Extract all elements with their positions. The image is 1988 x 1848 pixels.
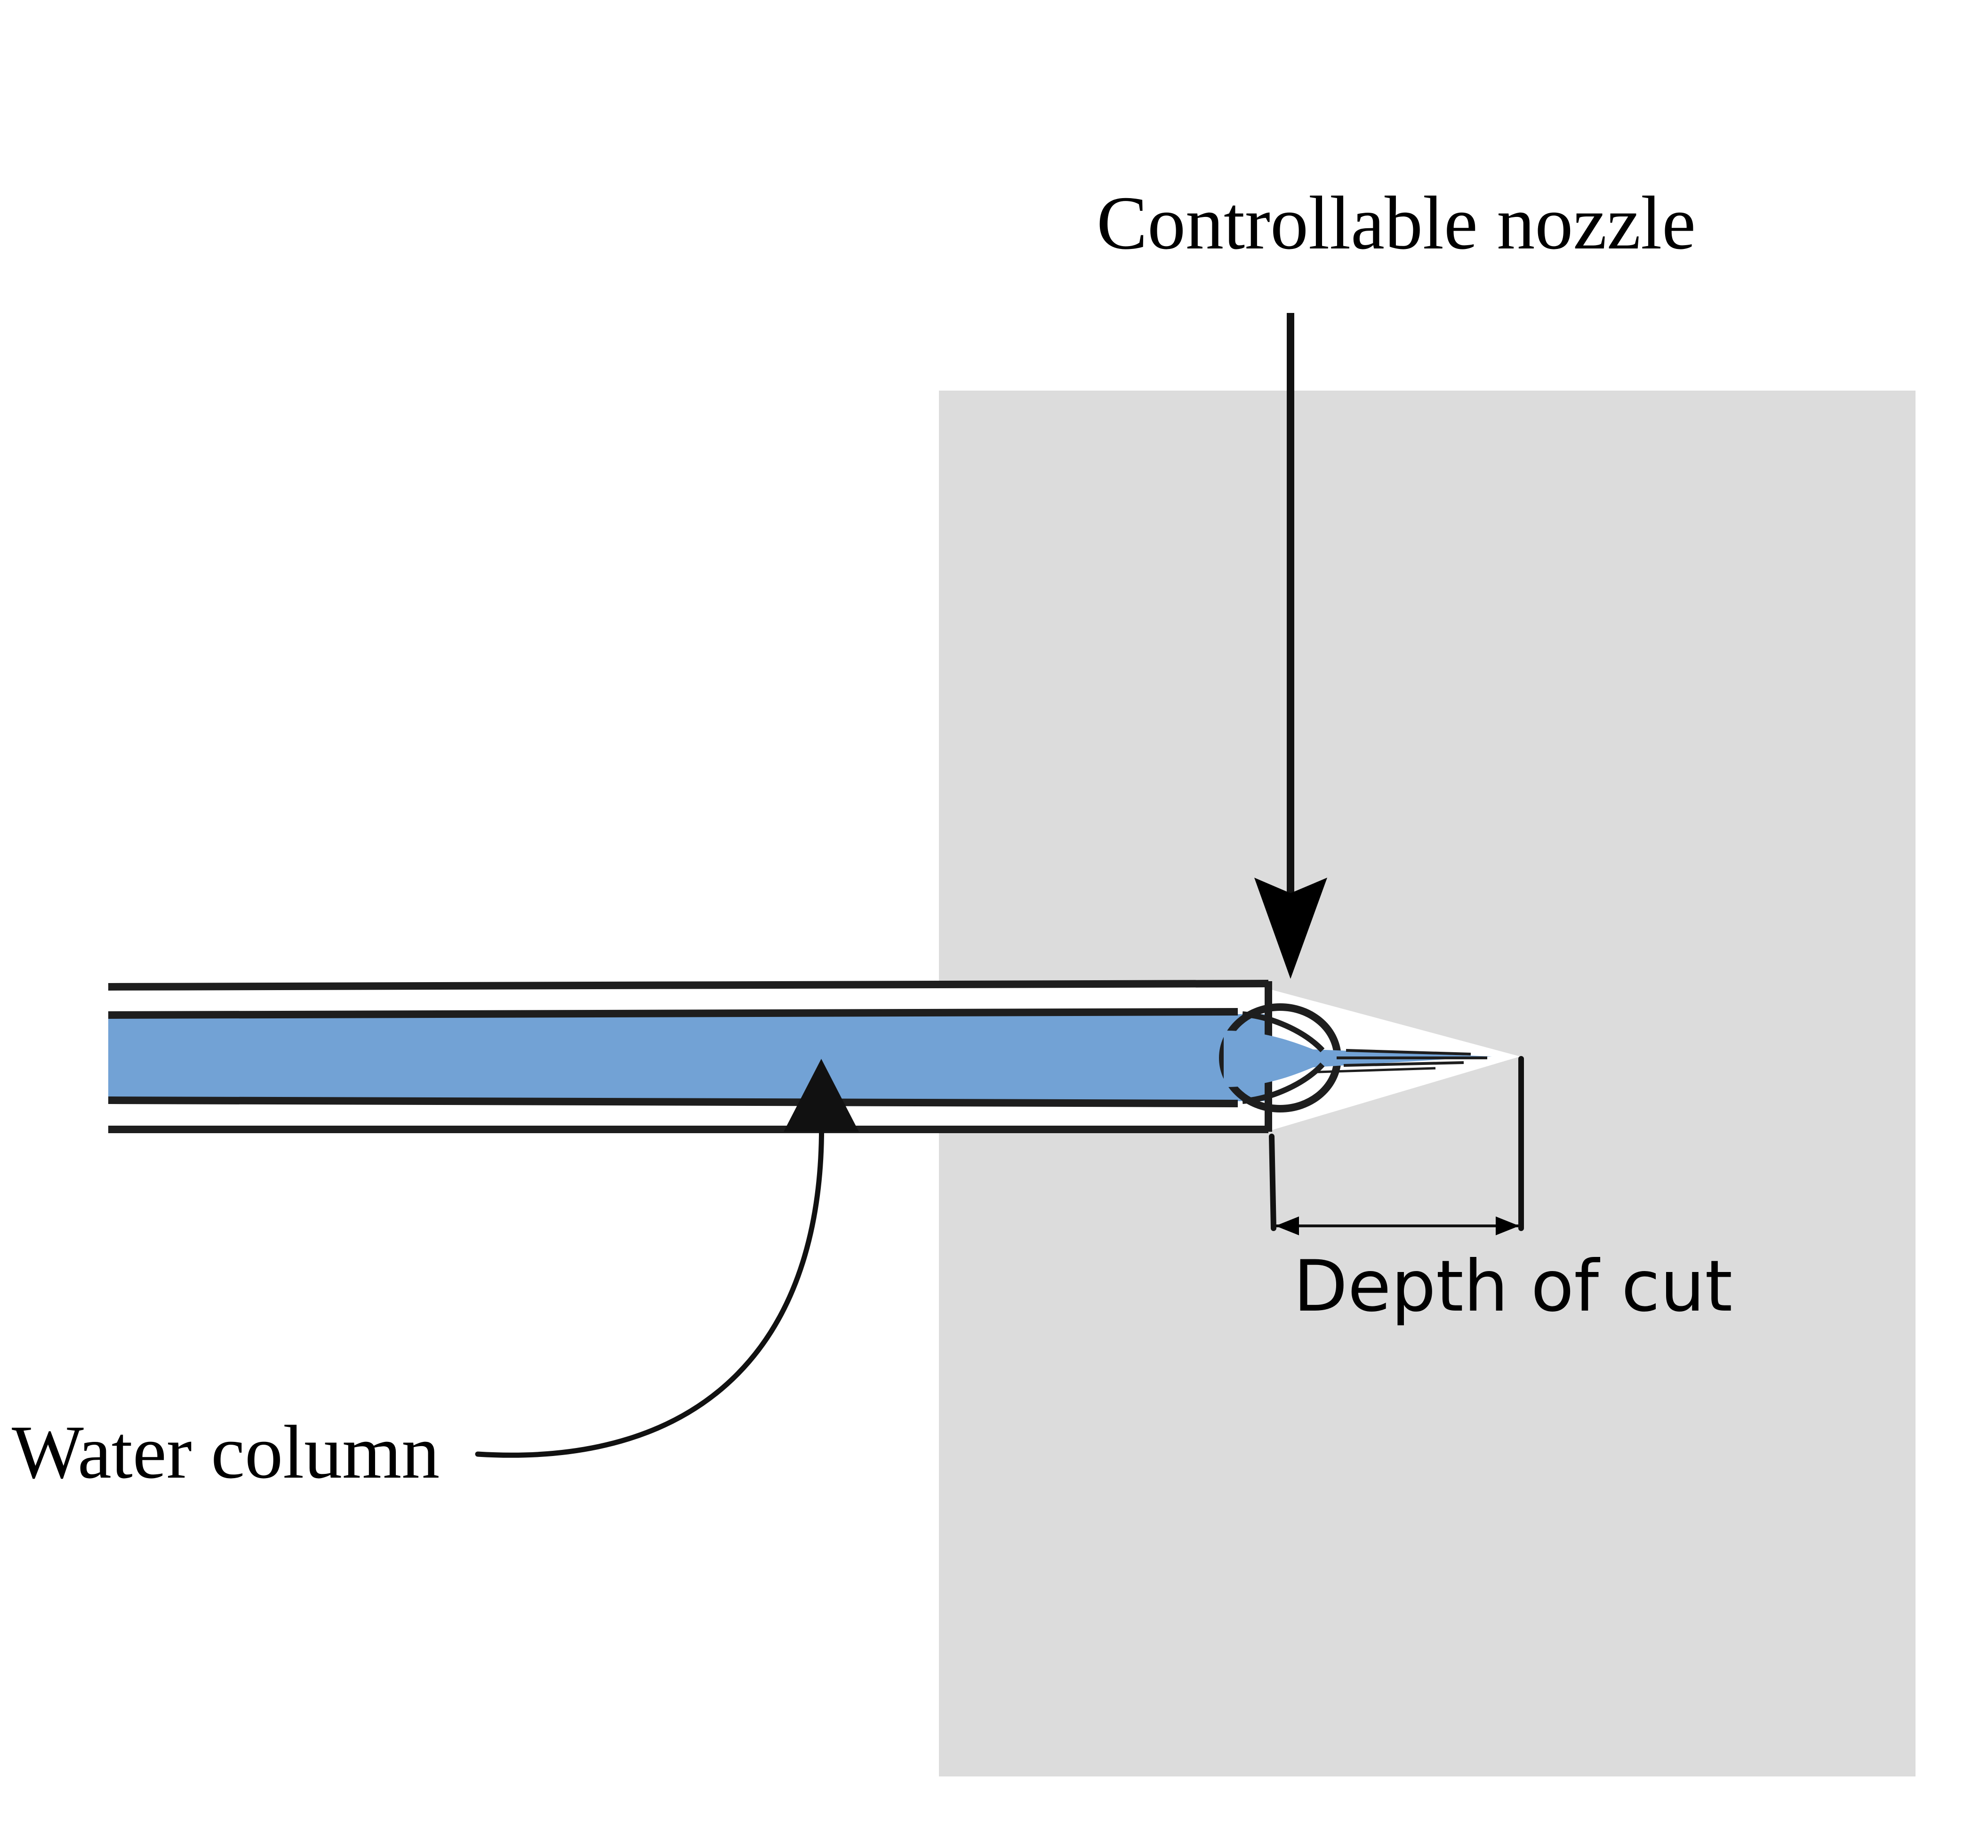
jet-streak-1 (1346, 1049, 1471, 1056)
nozzle-inner-curve-top (1242, 1011, 1325, 1053)
depth-arrow-left (1275, 1216, 1299, 1235)
water-leader-arrow (784, 1059, 859, 1132)
label-controllable-nozzle: Controllable nozzle (1097, 181, 1696, 265)
label-water-column: Water column (12, 1410, 440, 1495)
jet-streak-4 (1317, 1067, 1436, 1073)
nozzle-inner-curve-bottom (1242, 1062, 1325, 1104)
depth-arrow-right (1496, 1216, 1519, 1235)
depth-left-tick (1269, 1134, 1276, 1231)
water-leader-curve (475, 1105, 825, 1458)
tube-outer-top (108, 980, 1269, 991)
water-column (108, 1014, 1268, 1101)
jet-streak-3 (1343, 1061, 1464, 1067)
tube-inner-bottom (108, 1096, 1238, 1107)
label-depth-of-cut: Depth of cut (1293, 1246, 1732, 1328)
tube-inner-top (108, 1008, 1238, 1019)
nozzle-arrow-head (1254, 878, 1327, 979)
